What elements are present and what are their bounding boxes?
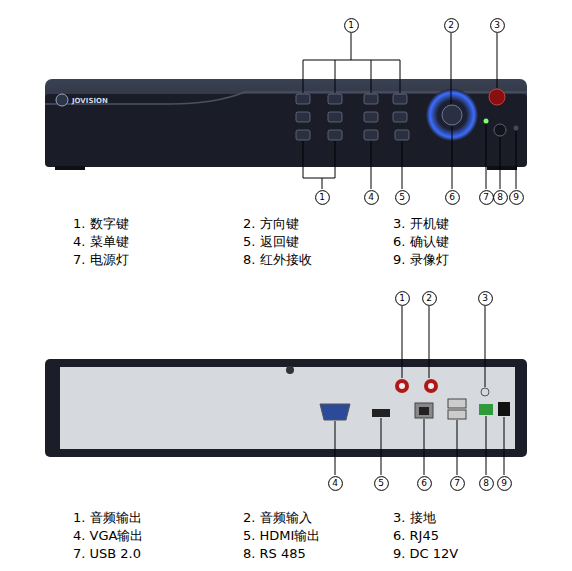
callout-number: 5 bbox=[374, 478, 389, 489]
brand-logo: JOVISION bbox=[72, 96, 108, 106]
callout-circle: 5 bbox=[374, 476, 389, 491]
callout-number: 4 bbox=[328, 478, 343, 489]
callout-number: 8 bbox=[493, 192, 508, 203]
part-name: 6. 确认键 bbox=[393, 234, 449, 250]
callout-circle: 5 bbox=[395, 190, 410, 205]
callout-number: 2 bbox=[422, 293, 437, 304]
leader-lines bbox=[335, 306, 504, 475]
part-name: 3. 开机键 bbox=[393, 216, 449, 232]
callout-number: 4 bbox=[364, 192, 379, 203]
callout-circle: 6 bbox=[417, 476, 432, 491]
callout-circle: 2 bbox=[444, 18, 459, 33]
callout-circle: 6 bbox=[445, 190, 460, 205]
callout-number: 7 bbox=[450, 478, 465, 489]
callout-circle: 2 bbox=[422, 291, 437, 306]
callout-circle: 4 bbox=[328, 476, 343, 491]
callout-number: 1 bbox=[315, 192, 330, 203]
callout-number: 6 bbox=[445, 192, 460, 203]
part-name: 1. 数字键 bbox=[73, 216, 129, 232]
callout-circle: 7 bbox=[450, 476, 465, 491]
callout-number: 9 bbox=[509, 192, 524, 203]
callout-circle: 9 bbox=[497, 476, 512, 491]
part-name: 1. 音频输出 bbox=[73, 510, 142, 526]
callout-number: 7 bbox=[479, 192, 494, 203]
part-name: 2. 音频输入 bbox=[243, 510, 312, 526]
part-name: 7. USB 2.0 bbox=[73, 546, 141, 562]
part-name: 9. DC 12V bbox=[393, 546, 458, 562]
callout-circle: 7 bbox=[479, 190, 494, 205]
part-name: 2. 方向键 bbox=[243, 216, 299, 232]
part-name: 6. RJ45 bbox=[393, 528, 439, 544]
part-name: 5. HDMI输出 bbox=[243, 528, 320, 544]
callout-number: 8 bbox=[479, 478, 494, 489]
part-name: 4. VGA输出 bbox=[73, 528, 143, 544]
callout-circle: 8 bbox=[493, 190, 508, 205]
callout-number: 3 bbox=[478, 293, 493, 304]
part-name: 7. 电源灯 bbox=[73, 252, 129, 268]
callout-number: 9 bbox=[497, 478, 512, 489]
callout-circle: 9 bbox=[509, 190, 524, 205]
part-name: 5. 返回键 bbox=[243, 234, 299, 250]
part-name: 4. 菜单键 bbox=[73, 234, 129, 250]
back-panel bbox=[45, 359, 527, 457]
callout-circle: 1 bbox=[344, 18, 359, 33]
callout-circle: 1 bbox=[315, 190, 330, 205]
callout-circle: 4 bbox=[364, 190, 379, 205]
callout-number: 2 bbox=[444, 20, 459, 31]
callout-number: 6 bbox=[417, 478, 432, 489]
callout-circle: 3 bbox=[478, 291, 493, 306]
callout-circle: 8 bbox=[479, 476, 494, 491]
callout-number: 1 bbox=[395, 293, 410, 304]
callout-number: 5 bbox=[395, 192, 410, 203]
part-name: 3. 接地 bbox=[393, 510, 436, 526]
callout-circle: 1 bbox=[395, 291, 410, 306]
callout-circle: 3 bbox=[490, 18, 505, 33]
front-panel bbox=[45, 79, 527, 170]
part-name: 8. RS 485 bbox=[243, 546, 306, 562]
leader-lines bbox=[303, 33, 516, 189]
part-name: 8. 红外接收 bbox=[243, 252, 312, 268]
part-name: 9. 录像灯 bbox=[393, 252, 449, 268]
callout-number: 1 bbox=[344, 20, 359, 31]
callout-number: 3 bbox=[490, 20, 505, 31]
